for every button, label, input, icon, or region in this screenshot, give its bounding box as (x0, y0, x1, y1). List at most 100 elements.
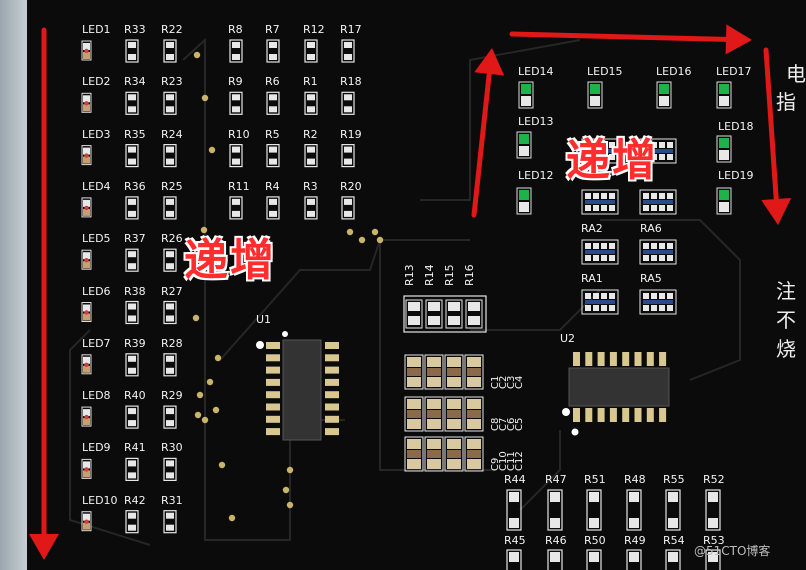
res-R14-pad (428, 302, 440, 311)
ra-mid-right-pad (667, 193, 673, 199)
cap-C7-outline (424, 396, 444, 432)
res-label-R27: R27 (161, 284, 183, 298)
led-10-pad (83, 513, 90, 521)
res-R25-pad (166, 198, 174, 205)
res-R22-pad (166, 54, 174, 60)
res-label-R3: R3 (303, 179, 318, 193)
res-label-R12: R12 (303, 23, 325, 36)
ra-label-RA6: RA6 (640, 222, 662, 235)
u1-pin-right (325, 403, 339, 411)
via-14 (358, 236, 366, 244)
res-R5-pad (269, 146, 277, 153)
cap-C5-outline (464, 396, 484, 432)
led-1-pad (83, 52, 90, 59)
trace-4 (600, 219, 741, 381)
ra-mid-right-pad (659, 193, 665, 199)
ra-mid-right-outline (639, 189, 677, 215)
arrow-right-top-shaft (509, 31, 729, 42)
ra-top-right-pad (643, 142, 649, 148)
led-LED15-pad (590, 84, 600, 94)
res-R30-pad (166, 460, 174, 467)
res-R27-pad (166, 315, 174, 322)
res-label-R30: R30 (161, 441, 183, 455)
res-R39-pad (128, 367, 136, 374)
res-R41-outline (125, 457, 139, 481)
res-R24-pad (166, 146, 174, 153)
cap-C3-outline (444, 354, 464, 390)
res-R40-pad (128, 420, 136, 427)
res-R49-outline (626, 549, 642, 570)
u2-mark (571, 428, 579, 436)
res-label-R40: R40 (124, 389, 146, 403)
ra-RA1-pad (593, 293, 599, 299)
cap-C8-pad (407, 399, 421, 409)
ra-RA2-pad (609, 255, 615, 261)
res-R30-pad (166, 472, 174, 479)
ra-top-right-outline (639, 138, 677, 164)
ra-RA1-pad (585, 293, 591, 299)
res-R19-pad (344, 146, 352, 153)
led-7-outline (81, 354, 92, 375)
res-R27-outline (163, 300, 177, 325)
res-label-R47: R47 (545, 473, 567, 486)
ra-RA5-pad (651, 305, 657, 311)
u2-pin-bottom (597, 408, 605, 422)
ra-RA5-pad (643, 293, 649, 299)
ra-mid-right-pad (667, 205, 673, 211)
arrow-down-right-head (761, 198, 792, 225)
u1-pin-right (325, 391, 339, 399)
ra-RA6-pad (659, 255, 665, 261)
res-R42-outline (125, 510, 139, 534)
led-label-6: LED6 (82, 284, 111, 298)
cap-C5-pad (467, 399, 481, 409)
res-label-R22: R22 (161, 23, 183, 36)
led-LED18-pad (719, 150, 729, 160)
ra-top-left-body (585, 149, 615, 153)
ra-label-RA5: RA5 (640, 272, 662, 285)
res-R35-pad (128, 146, 136, 153)
ra-RA5-body (643, 300, 673, 304)
res-R40-pad (128, 408, 136, 415)
res-R51-outline (586, 489, 602, 531)
u1-pin1-marker (256, 341, 264, 349)
ra-mid-left-pad (585, 193, 591, 199)
led-LED14-pad (521, 96, 531, 106)
led-5-pad (83, 252, 90, 260)
led-label-8: LED8 (82, 389, 111, 403)
cap-C3-body (447, 368, 461, 376)
res-label-R38: R38 (124, 284, 146, 298)
via-0 (193, 51, 201, 59)
ra-top-right-pad (651, 142, 657, 148)
led-label-LED17: LED17 (716, 65, 752, 78)
ra-top-left-pad (601, 154, 607, 160)
res-R47-pad (550, 492, 560, 502)
res-R52-pad (708, 518, 718, 528)
u2-pin-top (622, 352, 630, 366)
res-label-R17: R17 (340, 23, 362, 36)
res-R31-pad (166, 512, 174, 519)
res-R20-outline (341, 196, 355, 220)
res-R33-pad (128, 42, 136, 48)
via-10 (286, 466, 294, 474)
res-label-R53: R53 (703, 534, 725, 547)
res-R3-pad (307, 210, 315, 217)
led-LED16-pad (659, 84, 669, 94)
ra-top-left-outline (581, 138, 619, 164)
u1-pin-left (266, 378, 280, 386)
res-R34-outline (125, 91, 139, 115)
cap-C6-outline (444, 396, 464, 432)
u1-pin-left (266, 366, 280, 374)
cap-C10-body (427, 450, 441, 458)
res-R8-outline (229, 39, 243, 63)
res-R18-outline (341, 91, 355, 115)
ra-top-right-pad (667, 142, 673, 148)
led-LED13-pad (519, 146, 529, 156)
via-9 (228, 514, 236, 522)
res-R55-pad (668, 492, 678, 502)
res-R38-pad (128, 315, 136, 322)
res-R41-pad (128, 460, 136, 467)
res-label-R9: R9 (228, 75, 243, 89)
res-R39-outline (125, 353, 139, 377)
res-R23-pad (166, 94, 174, 101)
u2-pin-top (634, 352, 642, 366)
